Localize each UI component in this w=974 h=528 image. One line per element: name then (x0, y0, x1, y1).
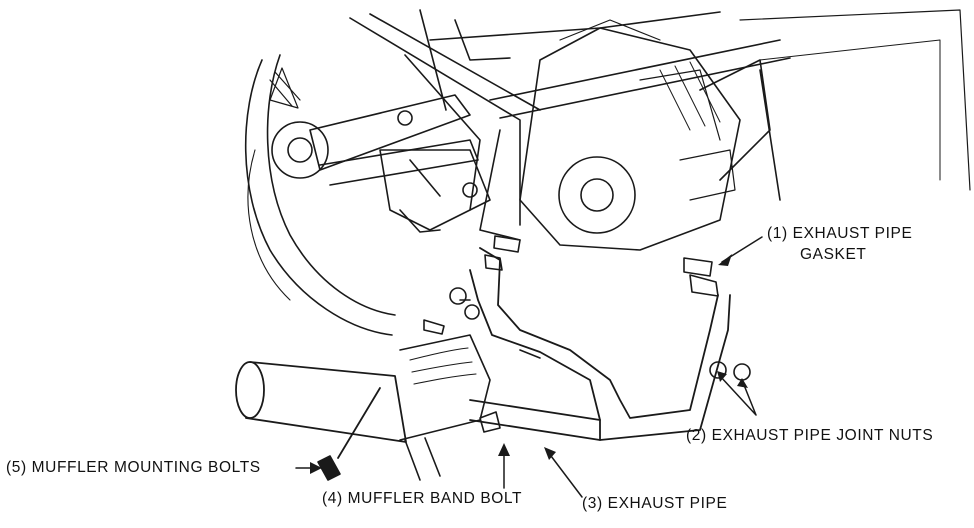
joint-hardware (423, 235, 751, 433)
joint-nut-left (709, 361, 727, 379)
gasket-ring (683, 257, 713, 277)
swingarm (309, 94, 479, 186)
muffler-mounting-bolts-label: (5) MUFFLER MOUNTING BOLTS (6, 459, 261, 476)
rear-wheel (244, 54, 396, 336)
muffler-band-bolt-label: (4) MUFFLER BAND BOLT (322, 490, 523, 507)
gasket-label-line1: (1) EXHAUST PIPE (767, 225, 913, 242)
frame (349, 9, 791, 241)
gasket-label-line2: GASKET (800, 246, 867, 263)
joint-nuts-label: (2) EXHAUST PIPE JOINT NUTS (686, 427, 934, 444)
muffler (235, 334, 491, 481)
arrowheads (310, 254, 748, 474)
engine (519, 9, 971, 251)
exhaust-pipe-label: (3) EXHAUST PIPE (582, 495, 728, 512)
muffler-mounting-bolt (317, 387, 381, 481)
joint-nut-right (733, 363, 751, 381)
exhaust-pipe (459, 247, 731, 441)
footpeg-bracket (379, 110, 491, 233)
band-bolt-head (479, 411, 501, 433)
